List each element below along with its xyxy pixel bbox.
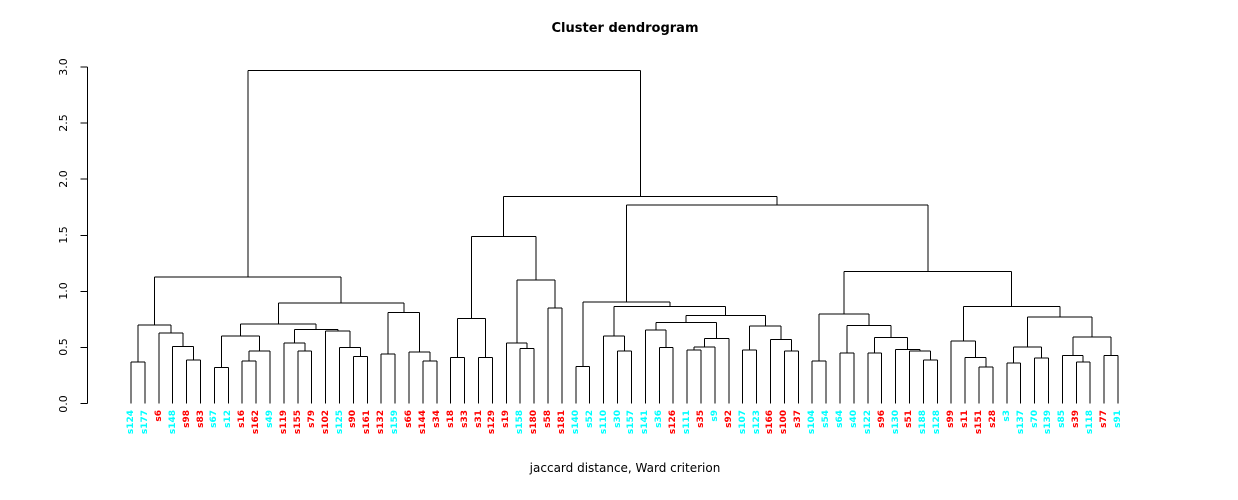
leaf-label-s3: s3 [1001,410,1012,422]
leaf-label-s100: s100 [779,410,790,435]
leaf-label-s144: s144 [417,410,428,435]
leaf-label-s125: s125 [334,410,345,435]
leaf-label-s110: s110 [598,410,609,435]
leaf-label-s31: s31 [473,410,484,428]
leaf-label-s92: s92 [723,410,734,428]
leaf-label-s181: s181 [556,410,567,435]
leaf-label-s157: s157 [626,410,637,435]
leaf-label-s140: s140 [570,410,581,435]
leaf-label-s18: s18 [445,410,456,428]
leaf-label-s107: s107 [737,410,748,435]
leaf-label-s16: s16 [237,410,248,428]
leaf-label-s161: s161 [362,410,373,435]
leaf-label-s37: s37 [793,410,804,428]
leaf-label-s177: s177 [139,410,150,435]
leaf-label-s9: s9 [709,410,720,422]
leaf-label-s162: s162 [251,410,262,435]
leaf-label-s77: s77 [1099,410,1110,428]
leaf-label-s67: s67 [209,410,220,428]
leaf-label-s99: s99 [946,410,957,428]
leaf-label-s54: s54 [821,410,832,428]
leaf-label-s6: s6 [153,410,164,422]
leaf-label-s137: s137 [1015,410,1026,435]
leaf-label-s33: s33 [459,410,470,428]
leaf-label-s49: s49 [265,410,275,428]
leaf-label-s35: s35 [695,410,706,428]
leaf-label-s119: s119 [278,410,289,435]
leaf-label-s188: s188 [918,410,929,435]
leaf-label-s159: s159 [390,410,401,435]
leaf-label-s104: s104 [807,410,818,435]
leaf-label-s139: s139 [1043,410,1054,435]
leaf-label-s129: s129 [487,410,498,435]
leaf-label-s102: s102 [320,410,331,435]
leaf-label-s34: s34 [431,410,442,428]
y-tick-label-2.0: 2.0 [57,170,70,188]
y-tick-label-2.5: 2.5 [57,114,70,132]
leaf-label-s128: s128 [932,410,943,435]
leaf-label-s166: s166 [765,410,776,435]
leaf-label-s58: s58 [543,410,554,428]
leaf-label-s39: s39 [1071,410,1082,428]
chart-title: Cluster dendrogram [551,21,699,36]
leaf-label-s11: s11 [960,410,971,428]
y-tick-label-0.5: 0.5 [57,338,70,357]
leaf-label-s155: s155 [292,410,303,435]
leaf-label-s132: s132 [376,410,387,435]
leaf-label-s70: s70 [1029,410,1040,428]
leaf-label-s79: s79 [306,410,317,428]
leaf-label-s96: s96 [876,410,887,428]
leaf-label-s40: s40 [848,410,859,428]
leaf-label-s111: s111 [682,410,693,435]
y-axis [80,66,88,404]
leaf-label-s19: s19 [501,410,512,428]
leaf-label-s123: s123 [751,410,762,435]
y-tick-label-1.5: 1.5 [57,226,70,245]
leaf-label-s64: s64 [834,410,845,428]
leaf-label-s180: s180 [529,410,540,435]
leaf-label-s126: s126 [668,410,679,435]
leaf-label-s148: s148 [167,410,178,435]
leaf-label-s151: s151 [973,410,984,435]
y-tick-label-3.0: 3.0 [57,58,70,76]
leaf-label-s28: s28 [987,410,998,428]
leaf-label-s141: s141 [640,410,651,435]
leaf-label-s36: s36 [654,410,665,428]
leaf-label-s66: s66 [404,410,415,428]
leaf-label-s30: s30 [612,410,623,428]
y-tick-label-1.0: 1.0 [57,282,70,301]
leaf-label-s90: s90 [348,410,359,428]
leaf-label-s124: s124 [126,410,136,435]
leaf-label-s122: s122 [862,410,873,435]
leaf-label-s91: s91 [1113,410,1123,428]
x-axis-label: jaccard distance, Ward criterion [529,461,721,475]
leaf-label-s51: s51 [904,410,915,428]
leaf-label-s52: s52 [584,410,595,428]
leaf-label-s158: s158 [515,410,526,435]
leaf-label-s118: s118 [1085,410,1096,435]
leaf-label-s85: s85 [1057,410,1068,428]
leaf-label-s12: s12 [223,410,234,428]
dendrogram-tree-lines [130,69,1119,404]
leaf-label-s98: s98 [181,410,192,428]
leaf-label-s130: s130 [890,410,901,435]
leaf-label-s83: s83 [195,410,206,428]
y-tick-label-0.0: 0.0 [57,394,70,413]
